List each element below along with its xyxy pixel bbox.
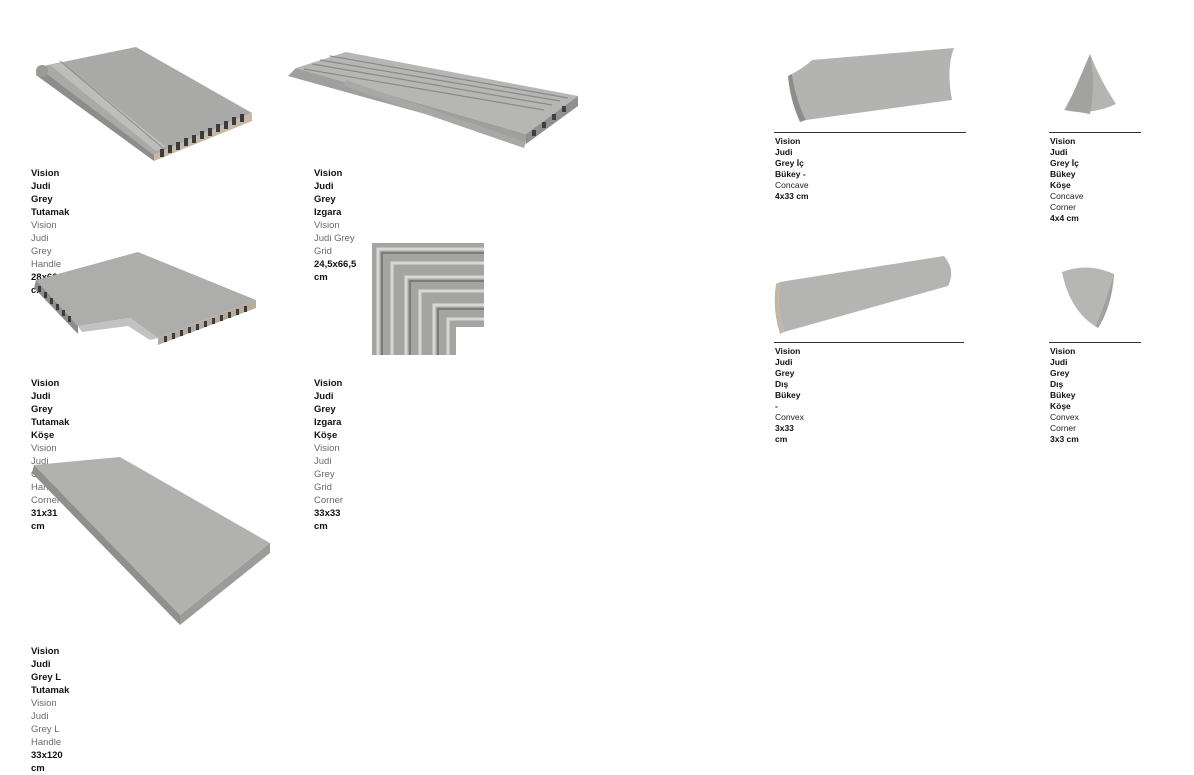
ic-bukey-kose-image xyxy=(1064,54,1116,114)
product-title: Vision Judi Grey Tutamak xyxy=(31,168,70,218)
product-subtitle: Vision Judi Grey L Handle xyxy=(31,698,62,748)
divider xyxy=(774,342,964,343)
product-subtitle: Vision Judi Grey Grid Corner xyxy=(314,443,344,506)
divider xyxy=(1049,132,1141,133)
product-title-line2: Bükey Köşe xyxy=(1050,390,1076,411)
product-title-line1: Vision Judi Grey İç xyxy=(1050,136,1079,168)
product-size: 31x31 cm xyxy=(31,508,58,532)
product-subtitle: Convex Corner xyxy=(1050,412,1079,433)
product-title-suffix: Convex xyxy=(775,412,804,422)
product-title-line2: Bükey Köşe xyxy=(1050,169,1076,190)
dis-bukey-kose-image xyxy=(1062,267,1114,328)
product-size: 4x4 cm xyxy=(1050,213,1079,223)
product-subtitle: Vision Judi Grey Grid xyxy=(314,220,355,257)
product-size: 24,5x66,5 cm xyxy=(314,259,357,283)
product-title: Vision Judi Grey Izgara xyxy=(314,168,343,218)
product-title: Vision Judi Grey Dış Bükey - xyxy=(775,346,801,411)
tutamak-kose-image xyxy=(34,252,256,345)
product-size: 4x33 cm xyxy=(775,191,809,201)
product-title: Vision Judi Grey Tutamak Köşe xyxy=(31,378,70,441)
dis-bukey-image xyxy=(774,256,952,334)
product-subtitle: Vision Judi Grey Handle xyxy=(31,220,62,270)
divider xyxy=(1049,342,1141,343)
tutamak-image xyxy=(36,47,252,161)
izgara-kose-image xyxy=(372,243,484,355)
izgara-image xyxy=(288,52,578,148)
product-title-suffix: Concave xyxy=(775,180,809,190)
product-title: Vision Judi Grey İç Bükey - xyxy=(775,136,806,179)
l-tutamak-image xyxy=(32,457,270,625)
product-size: 33x33 cm xyxy=(314,508,341,532)
product-title-line1: Vision Judi Grey Dış xyxy=(1050,346,1076,389)
product-size: 33x120 cm xyxy=(31,750,63,774)
product-size: 3x3 cm xyxy=(1050,434,1079,444)
product-title: Vision Judi Grey Izgara Köşe xyxy=(314,378,343,441)
product-size: 3x33 cm xyxy=(775,423,794,444)
product-subtitle: Concave Corner xyxy=(1050,191,1084,212)
ic-bukey-image xyxy=(788,48,954,122)
divider xyxy=(774,132,966,133)
product-title: Vision Judi Grey L Tutamak xyxy=(31,646,70,696)
